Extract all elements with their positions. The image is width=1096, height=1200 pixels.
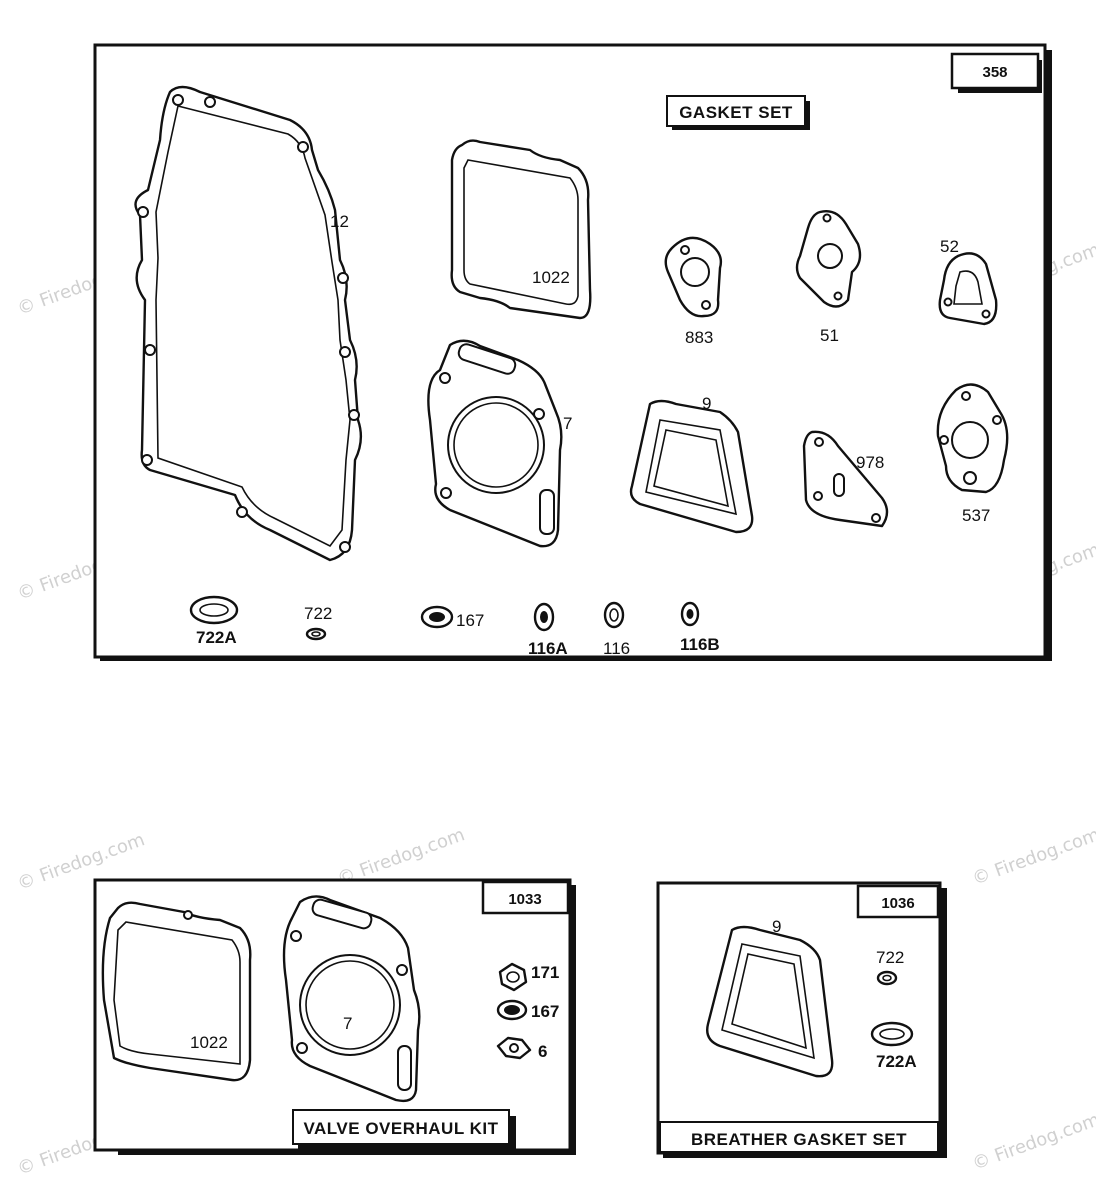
valve-kit-number: 1033 (508, 891, 541, 908)
gasket-part-1022-icon (450, 139, 592, 320)
watermark: © Firedog.com (970, 1109, 1096, 1175)
part-label-116a: 116A (528, 639, 568, 658)
breather-part-722a-icon (870, 1021, 914, 1047)
part-label-116b: 116B (680, 635, 720, 654)
valve-kit-part-7-icon (282, 895, 421, 1103)
gasket-part-116-icon (603, 601, 625, 629)
gasket-part-9-icon (629, 399, 754, 534)
gasket-part-978-icon (802, 430, 889, 528)
breather-set-number: 1036 (881, 895, 914, 912)
valve-kit-part-171-icon (498, 962, 528, 992)
part-label-12: 12 (330, 212, 349, 231)
part-label-978: 978 (856, 453, 884, 472)
valve-kit-part-1022-icon (101, 901, 252, 1082)
part-label-116: 116 (603, 639, 630, 658)
part-label-9: 9 (702, 394, 711, 413)
gasket-part-722a-icon (189, 595, 239, 625)
part-label-167: 167 (456, 611, 484, 630)
part-label-1022: 1022 (532, 268, 570, 287)
gasket-part-167-icon (420, 605, 454, 629)
gasket-set-number: 358 (982, 64, 1007, 81)
breather-part-722-icon (876, 970, 898, 986)
valve-overhaul-kit-panel: 1033 VALVE OVERHAUL KIT 1022 7 171 (93, 878, 576, 1155)
gasket-part-52-icon (938, 252, 998, 326)
gasket-part-883-icon (664, 236, 723, 318)
valve-kit-part-167-icon (496, 999, 528, 1021)
part-label-722: 722 (304, 604, 332, 623)
part-label-52: 52 (940, 237, 959, 256)
gasket-part-51-icon (795, 210, 862, 308)
gasket-set-panel: 358 GASKET SET 12 1022 (93, 43, 1052, 661)
part-label-537: 537 (962, 506, 990, 525)
valve-kit-label-6: 6 (538, 1042, 547, 1061)
gasket-part-722-icon (305, 627, 327, 641)
valve-kit-label-7: 7 (343, 1014, 352, 1033)
gasket-part-537-icon (936, 383, 1009, 494)
part-label-51: 51 (820, 326, 839, 345)
part-label-722a: 722A (196, 628, 237, 647)
breather-label-722a: 722A (876, 1052, 917, 1071)
breather-part-9-icon (706, 925, 834, 1078)
gasket-set-title: GASKET SET (679, 103, 793, 122)
valve-kit-label-167: 167 (531, 1002, 559, 1021)
valve-kit-label-1022: 1022 (190, 1033, 228, 1052)
part-label-7: 7 (563, 414, 572, 433)
gasket-part-7-icon (427, 339, 563, 548)
watermark: © Firedog.com (970, 824, 1096, 890)
valve-kit-label-171: 171 (531, 963, 559, 982)
breather-set-title: BREATHER GASKET SET (691, 1130, 907, 1149)
gasket-part-116b-icon (680, 601, 700, 627)
breather-label-722: 722 (876, 948, 904, 967)
breather-label-9: 9 (772, 917, 781, 936)
valve-kit-part-6-icon (496, 1036, 532, 1060)
valve-kit-title: VALVE OVERHAUL KIT (303, 1119, 498, 1138)
gasket-part-12-icon (134, 85, 363, 562)
breather-gasket-set-panel: 1036 BREATHER GASKET SET 9 722 722A (656, 881, 947, 1158)
gasket-part-116a-icon (533, 602, 555, 632)
part-label-883: 883 (685, 328, 713, 347)
